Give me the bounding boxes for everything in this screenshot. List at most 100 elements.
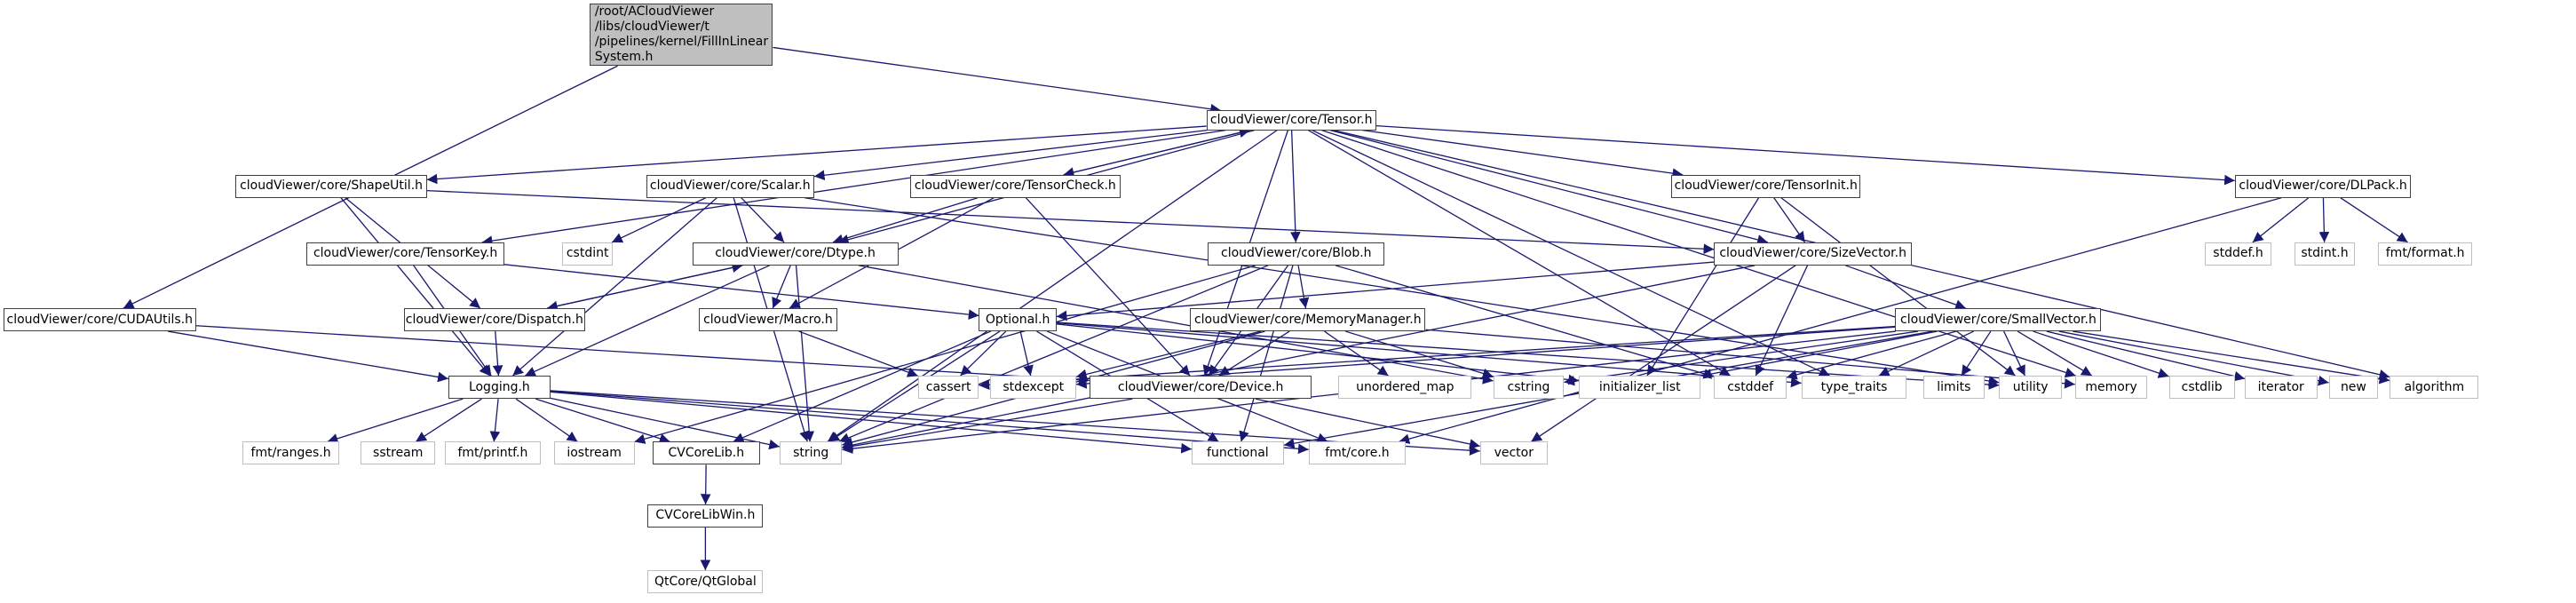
node-tensorinit[interactable]: cloudViewer/core/TensorInit.h bbox=[1671, 174, 1861, 198]
edge-memmgr-to-unordered_map bbox=[1324, 330, 1389, 377]
edge-shapeutil-to-sizevector bbox=[426, 189, 1715, 255]
node-tensorcheck[interactable]: cloudViewer/core/TensorCheck.h bbox=[909, 174, 1122, 198]
edge-tensorinit-to-utility bbox=[1780, 197, 2016, 377]
edge-logging-to-fmtprintf bbox=[489, 399, 501, 442]
edge-dlpack-to-stdint_h bbox=[2318, 197, 2330, 242]
node-shapeutil[interactable]: cloudViewer/core/ShapeUtil.h bbox=[235, 174, 427, 198]
node-label: utility bbox=[2012, 379, 2049, 394]
node-label: cassert bbox=[925, 379, 971, 394]
edge-optional-to-cvcorelib bbox=[733, 330, 992, 443]
edge-root-to-tensor bbox=[773, 46, 1222, 115]
node-initializer-list: initializer_list bbox=[1579, 376, 1701, 400]
edge-logging-to-sstream bbox=[415, 398, 482, 442]
edge-tensorcheck-to-device bbox=[1025, 197, 1191, 377]
edge-smallvector-to-utility bbox=[2003, 330, 2026, 377]
edge-dtype-to-logging bbox=[524, 265, 771, 377]
edge-tensorkey-to-optional bbox=[503, 264, 979, 320]
node-dtype[interactable]: cloudViewer/core/Dtype.h bbox=[692, 242, 899, 266]
node-algorithm: algorithm bbox=[2390, 376, 2479, 400]
node-sizevector[interactable]: cloudViewer/core/SizeVector.h bbox=[1714, 242, 1912, 266]
node-label: iostream bbox=[567, 445, 622, 460]
edge-logging-to-fmtcore bbox=[550, 390, 1309, 455]
edge-tensor-to-dlpack bbox=[1375, 124, 2235, 186]
node-smallvector[interactable]: cloudViewer/core/SmallVector.h bbox=[1895, 308, 2102, 332]
node-cstdint: cstdint bbox=[561, 242, 614, 266]
node-type-traits: type_traits bbox=[1801, 376, 1907, 400]
node-cvcorelib[interactable]: CVCoreLib.h bbox=[652, 441, 760, 465]
edge-blob-to-string bbox=[838, 265, 1269, 443]
node-vector: vector bbox=[1479, 441, 1548, 465]
node-utility: utility bbox=[1999, 376, 2062, 400]
edge-logging-to-cvcorelib bbox=[535, 398, 670, 444]
node-label: cloudViewer/core/TensorKey.h bbox=[313, 246, 498, 261]
edge-logging-to-string bbox=[550, 397, 781, 450]
node-functional: functional bbox=[1191, 441, 1284, 465]
node-label: initializer_list bbox=[1598, 379, 1681, 394]
node-sstream: sstream bbox=[361, 441, 435, 465]
edge-optional-to-cassert bbox=[960, 330, 1007, 377]
node-label: cloudViewer/core/SizeVector.h bbox=[1719, 246, 1906, 261]
node-memmgr[interactable]: cloudViewer/core/MemoryManager.h bbox=[1190, 308, 1426, 332]
node-label: cloudViewer/core/ShapeUtil.h bbox=[240, 179, 424, 194]
edge-blob-to-memmgr bbox=[1297, 265, 1310, 309]
node-label: cloudViewer/Macro.h bbox=[703, 312, 833, 327]
edge-tensor-to-sizevector bbox=[1329, 129, 1769, 245]
node-label: cloudViewer/core/MemoryManager.h bbox=[1193, 312, 1422, 327]
node-fmtranges: fmt/ranges.h bbox=[242, 441, 340, 465]
node-label: Logging.h bbox=[468, 379, 530, 394]
node-label: cloudViewer/core/Scalar.h bbox=[649, 179, 811, 194]
edge-scalar-to-utility bbox=[805, 197, 2000, 386]
node-blob[interactable]: cloudViewer/core/Blob.h bbox=[1208, 242, 1385, 266]
edge-logging-to-fmtranges bbox=[327, 398, 464, 444]
node-label: unordered_map bbox=[1356, 379, 1454, 394]
node-device[interactable]: cloudViewer/core/Device.h bbox=[1089, 376, 1312, 400]
edge-smallvector-to-iterator bbox=[2046, 330, 2246, 382]
edge-tensorcheck-to-dtype bbox=[832, 197, 979, 244]
node-label: stdexcept bbox=[1003, 379, 1065, 394]
node-dispatch[interactable]: cloudViewer/core/Dispatch.h bbox=[403, 308, 585, 332]
node-label: CVCoreLibWin.h bbox=[655, 508, 756, 523]
edge-optional-to-stdexcept bbox=[1019, 330, 1034, 377]
edge-tensor-to-tensorkey bbox=[481, 129, 1226, 246]
edge-smallvector-to-cstddef bbox=[1786, 330, 1956, 380]
edge-smallvector-to-cstring bbox=[1564, 330, 1919, 386]
edge-dispatch-to-logging bbox=[492, 331, 503, 377]
edge-smallvector-to-algorithm bbox=[2073, 330, 2390, 385]
node-label: stdint.h bbox=[2301, 246, 2349, 261]
edge-cudautils-to-logging bbox=[168, 330, 448, 383]
node-label: fmt/printf.h bbox=[457, 445, 528, 460]
node-label: algorithm bbox=[2404, 379, 2465, 394]
node-label: CVCoreLib.h bbox=[668, 445, 745, 460]
node-label: /root/ACloudViewer /libs/cloudViewer/t /… bbox=[594, 4, 769, 64]
node-dlpack[interactable]: cloudViewer/core/DLPack.h bbox=[2234, 174, 2412, 198]
node-iostream: iostream bbox=[553, 441, 635, 465]
node-label: cstddef bbox=[1727, 379, 1773, 394]
node-optional[interactable]: Optional.h bbox=[979, 308, 1057, 332]
node-cassert: cassert bbox=[917, 376, 979, 400]
node-tensorkey[interactable]: cloudViewer/core/TensorKey.h bbox=[306, 242, 504, 266]
node-memory: memory bbox=[2074, 376, 2148, 400]
node-cvcorelibwin[interactable]: CVCoreLibWin.h bbox=[647, 504, 764, 528]
node-scalar[interactable]: cloudViewer/core/Scalar.h bbox=[646, 174, 814, 198]
node-label: string bbox=[793, 445, 829, 460]
edge-smallvector-to-limits bbox=[1961, 330, 1992, 377]
node-qtglobal: QtCore/QtGlobal bbox=[647, 570, 764, 594]
edge-tensorinit-to-sizevector bbox=[1773, 197, 1806, 243]
node-label: cloudViewer/core/DLPack.h bbox=[2239, 179, 2407, 194]
node-new: new bbox=[2328, 376, 2379, 400]
node-cudautils[interactable]: cloudViewer/core/CUDAUtils.h bbox=[3, 308, 196, 332]
node-macro[interactable]: cloudViewer/Macro.h bbox=[698, 308, 837, 332]
edge-scalar-to-dtype bbox=[741, 197, 785, 243]
node-label: limits bbox=[1937, 379, 1971, 394]
node-label: cstdint bbox=[566, 246, 609, 261]
node-logging[interactable]: Logging.h bbox=[448, 376, 551, 400]
edge-scalar-to-logging bbox=[511, 197, 717, 377]
edge-dtype-to-string bbox=[795, 265, 815, 442]
edge-blob-to-iostream bbox=[634, 265, 1256, 444]
node-root[interactable]: /root/ACloudViewer /libs/cloudViewer/t /… bbox=[590, 3, 773, 67]
edge-sizevector-to-cstddef bbox=[1755, 265, 1809, 377]
node-tensor[interactable]: cloudViewer/core/Tensor.h bbox=[1206, 110, 1376, 131]
node-label: cloudViewer/core/Dtype.h bbox=[715, 246, 876, 261]
edge-tensor-to-blob bbox=[1290, 130, 1301, 242]
edge-device-to-string bbox=[842, 398, 1133, 452]
